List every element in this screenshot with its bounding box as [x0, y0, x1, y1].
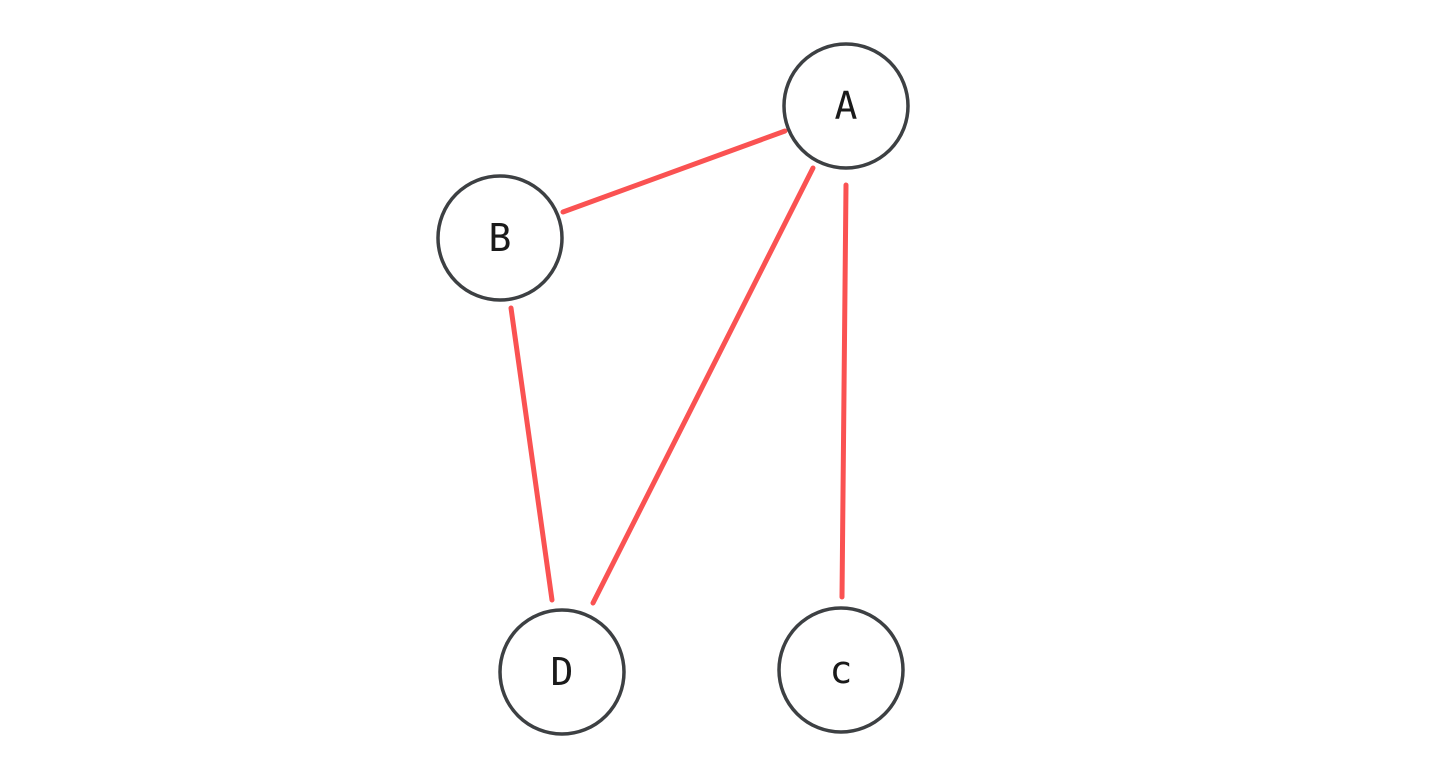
- node-circle-C[interactable]: [777, 606, 905, 734]
- edge-A-C[interactable]: [839, 182, 849, 600]
- node-circle-D[interactable]: [498, 608, 626, 736]
- node-label-C: c: [830, 648, 853, 692]
- node-B[interactable]: B: [436, 174, 564, 302]
- node-label-B: B: [489, 216, 512, 260]
- node-label-A: A: [835, 84, 858, 128]
- node-C[interactable]: c: [777, 606, 905, 734]
- node-label-D: D: [551, 650, 574, 694]
- node-D[interactable]: D: [498, 608, 626, 736]
- node-circle-A[interactable]: [782, 42, 910, 170]
- edge-A-D[interactable]: [590, 165, 816, 606]
- node-A[interactable]: A: [782, 42, 910, 170]
- node-circle-B[interactable]: [436, 174, 564, 302]
- edge-B-D[interactable]: [508, 305, 555, 603]
- edge-B-A[interactable]: [560, 128, 788, 215]
